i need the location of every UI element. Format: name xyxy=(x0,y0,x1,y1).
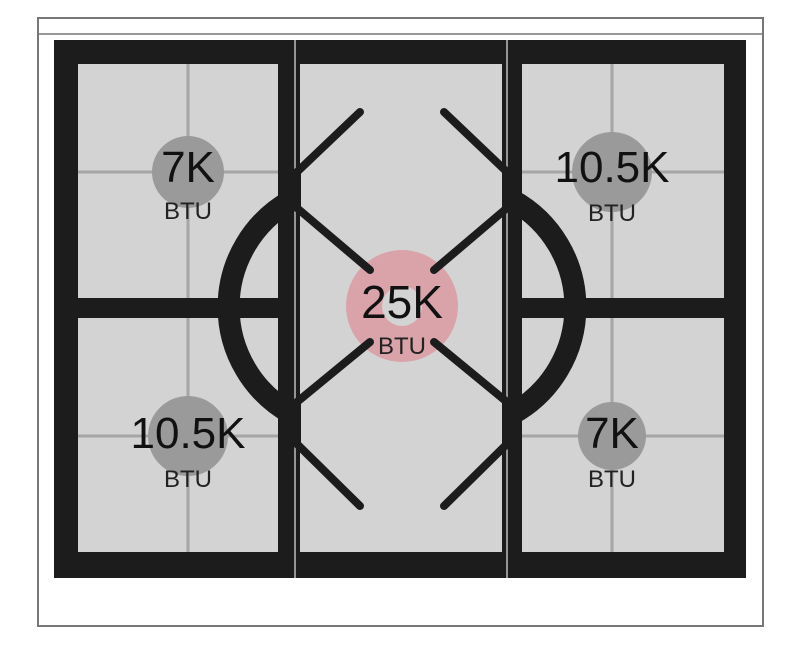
burner-bottom-left xyxy=(148,396,228,476)
burner-top-right-unit: BTU xyxy=(588,200,636,227)
burner-bottom-right xyxy=(578,402,646,470)
burner-top-left-unit: BTU xyxy=(164,198,212,225)
burner-bottom-right-unit: BTU xyxy=(588,466,636,493)
burner-bottom-right-rating: 7K xyxy=(585,409,639,458)
burner-top-right xyxy=(572,132,652,212)
center-grate-fingers xyxy=(293,108,511,510)
burner-bottom-left-unit: BTU xyxy=(164,466,212,493)
burner-top-right-rating: 10.5K xyxy=(555,143,670,192)
burner-top-left-rating: 7K xyxy=(161,143,215,192)
burner-top-left xyxy=(152,136,224,208)
cross-bars xyxy=(54,298,746,318)
burner-center-unit: BTU xyxy=(378,333,426,360)
burner-center-rating: 25K xyxy=(361,276,443,328)
burner-center-inner xyxy=(382,286,422,326)
burner-bottom-left-rating: 10.5K xyxy=(131,409,246,458)
